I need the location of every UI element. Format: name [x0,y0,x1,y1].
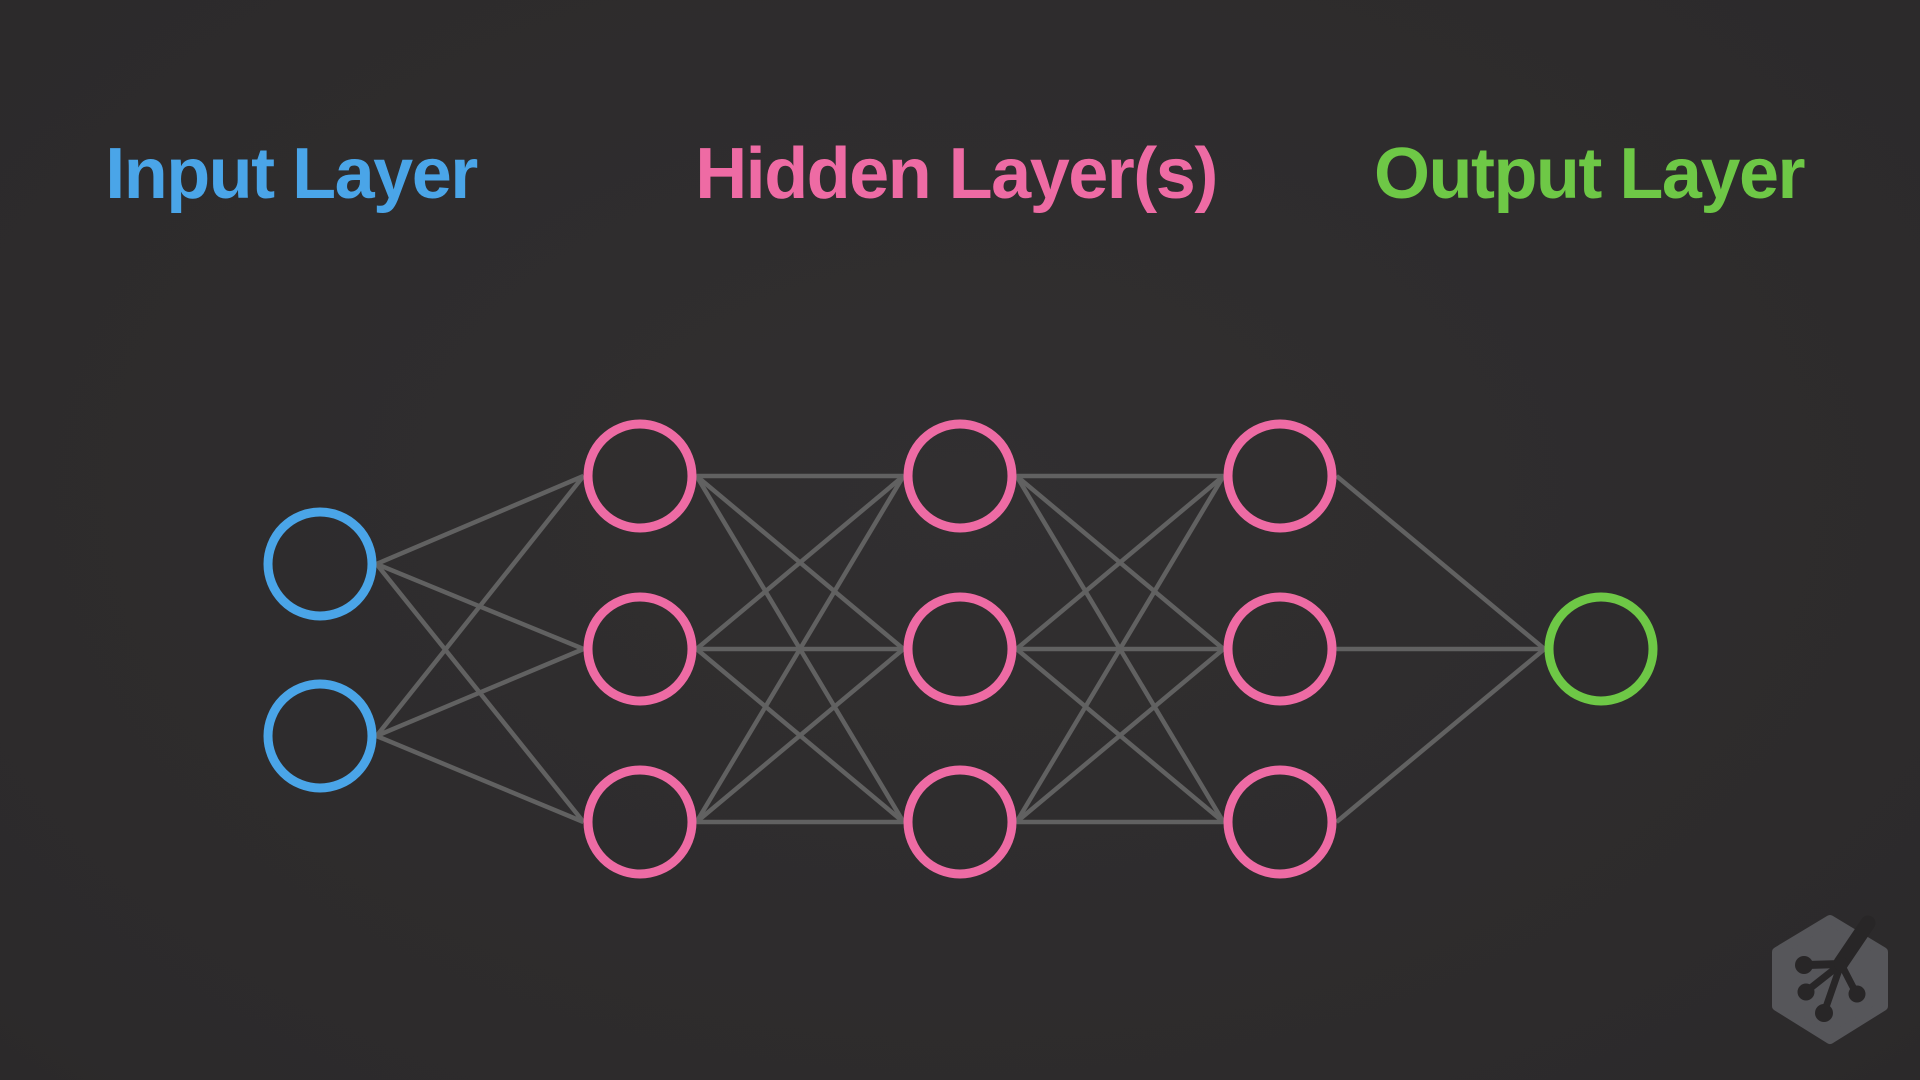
input-layer-node-1 [263,507,377,621]
hidden-layer-3-node-2 [1223,592,1337,706]
connection-edge [694,474,906,824]
treehouse-logo [1772,915,1888,1044]
output-layer-node-1 [1544,592,1658,706]
connection-edge [695,647,905,824]
hexagon-badge-shape [1772,915,1888,1044]
connection-edge [375,733,585,825]
connection-edge [375,646,585,739]
connection-edge [1014,474,1226,824]
input-layer-node-2 [263,679,377,793]
connection-edge [1015,647,1225,824]
hidden-layer-3-node-3 [1223,765,1337,879]
hidden-layer-1-node-3 [583,765,697,879]
hidden-layer-1-node-2 [583,592,697,706]
connection-edge [1335,647,1546,824]
hidden-layer-2-node-3 [903,765,1017,879]
connection-edge [374,474,586,738]
hidden-layer-3-node-1 [1223,419,1337,533]
hidden-layer-label: Hidden Layer(s) [695,134,1218,214]
hidden-layer-1-node-1 [583,419,697,533]
connection-edge [695,474,905,651]
connection-edge [1335,474,1546,651]
output-layer-label: Output Layer [1373,134,1806,214]
input-layer-label: Input Layer [105,134,478,214]
connection-edge [375,473,585,567]
hidden-layer-2-node-2 [903,592,1017,706]
hidden-layer-2-node-1 [903,419,1017,533]
frog-foot-branch-cutout [1795,915,1876,1022]
connection-edge [1015,474,1225,651]
